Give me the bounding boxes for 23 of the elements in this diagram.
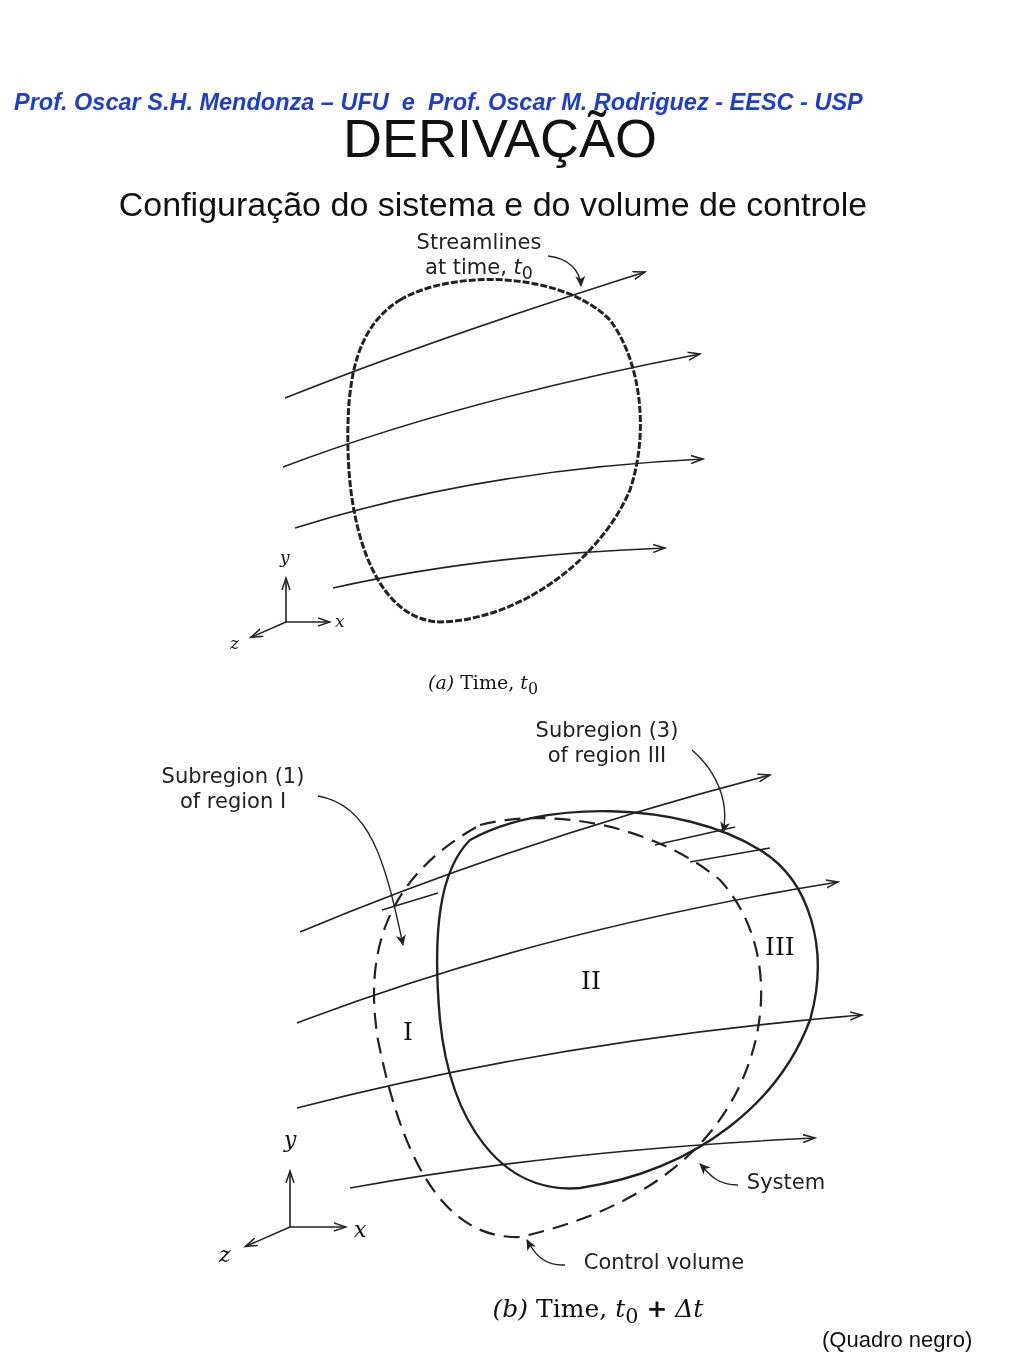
label-text: x	[335, 612, 345, 631]
label-text: Configuração do sistema e do volume de controle	[118, 186, 868, 224]
label-text: y	[284, 1128, 297, 1153]
leader-line	[526, 1239, 566, 1266]
leader-line	[547, 255, 585, 287]
callout-label: Streamlines at time, t$_{0}$	[410, 230, 548, 287]
label-text: III	[765, 933, 795, 961]
leader-line	[699, 1163, 739, 1186]
callout-label: Control volume	[565, 1250, 763, 1280]
label-text: (b) Time, t$_{0}$ + Δt	[492, 1295, 704, 1328]
label-text: I	[403, 1018, 413, 1046]
label-text: (a) Time, t$_{0}$	[428, 672, 538, 698]
label-text: z	[219, 1243, 231, 1268]
label-text: (Quadro negro)	[822, 1328, 973, 1353]
label-text: z	[230, 634, 239, 653]
label-text: x	[354, 1218, 367, 1243]
leader-line	[691, 749, 730, 833]
callout-label: Subregion (3) of region III	[522, 718, 692, 782]
callout-label: Subregion (1) of region I	[148, 764, 318, 828]
label-text: II	[581, 967, 601, 995]
leader-line	[317, 795, 406, 946]
callout-label: System	[738, 1170, 834, 1200]
label-text: y	[280, 548, 290, 567]
